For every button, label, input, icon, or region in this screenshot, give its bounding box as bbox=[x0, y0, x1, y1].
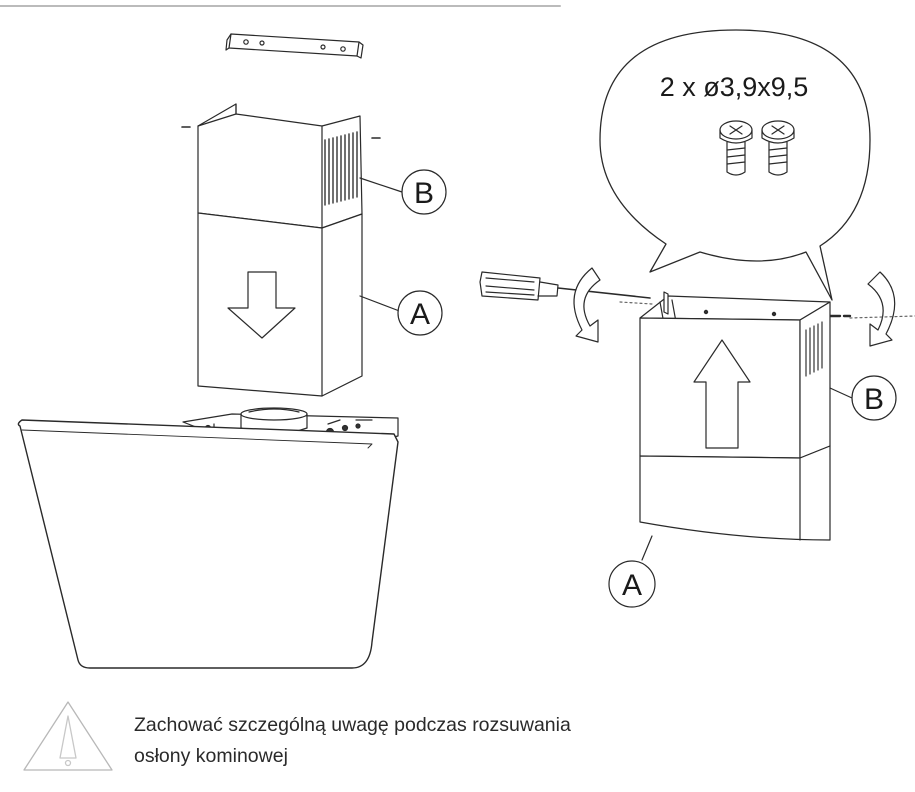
lower-chimney-cover bbox=[197, 212, 363, 397]
callout-a-right: A bbox=[608, 560, 656, 608]
vent-grille bbox=[324, 131, 358, 206]
screw-spec-label: 2 x ø3,9x9,5 bbox=[660, 72, 809, 102]
warning-line-2: osłony kominowej bbox=[134, 745, 288, 767]
callout-b-left-label: B bbox=[414, 177, 434, 210]
leader-line-b-right bbox=[829, 387, 853, 399]
screw-detail-bubble: 2 x ø3,9x9,5 bbox=[599, 29, 871, 301]
warning-note: Zachować szczególną uwagę podczas rozsuw… bbox=[134, 710, 774, 772]
warning-triangle-icon bbox=[23, 701, 113, 771]
callout-b-left: B bbox=[401, 169, 447, 215]
leader-line-b-left bbox=[359, 177, 403, 193]
leader-line-a-left bbox=[359, 295, 403, 313]
screw-axis-line-right bbox=[849, 315, 915, 319]
leader-line-a-right bbox=[641, 535, 653, 561]
vent-grille bbox=[805, 321, 823, 377]
slide-down-arrow-icon bbox=[227, 271, 296, 339]
callout-a-right-label: A bbox=[622, 569, 642, 602]
cooker-hood-body bbox=[17, 407, 399, 669]
assembled-chimney bbox=[639, 291, 831, 541]
rotate-arrow-right-icon bbox=[867, 271, 896, 347]
callout-a-left: A bbox=[397, 290, 443, 336]
screwdriver-icon bbox=[479, 271, 651, 301]
rotate-arrow-left-icon bbox=[573, 267, 601, 343]
screw-icon bbox=[761, 120, 795, 176]
callout-b-right-label: B bbox=[864, 383, 884, 416]
mounting-bracket bbox=[225, 33, 364, 59]
warning-line-1: Zachować szczególną uwagę podczas rozsuw… bbox=[134, 714, 571, 736]
upper-chimney-cover bbox=[181, 103, 381, 229]
screw-axis-line-left bbox=[619, 301, 653, 305]
callout-b-right: B bbox=[851, 375, 897, 421]
callout-a-left-label: A bbox=[410, 298, 430, 331]
slide-up-arrow-icon bbox=[693, 339, 751, 449]
screw-icon bbox=[719, 120, 753, 176]
